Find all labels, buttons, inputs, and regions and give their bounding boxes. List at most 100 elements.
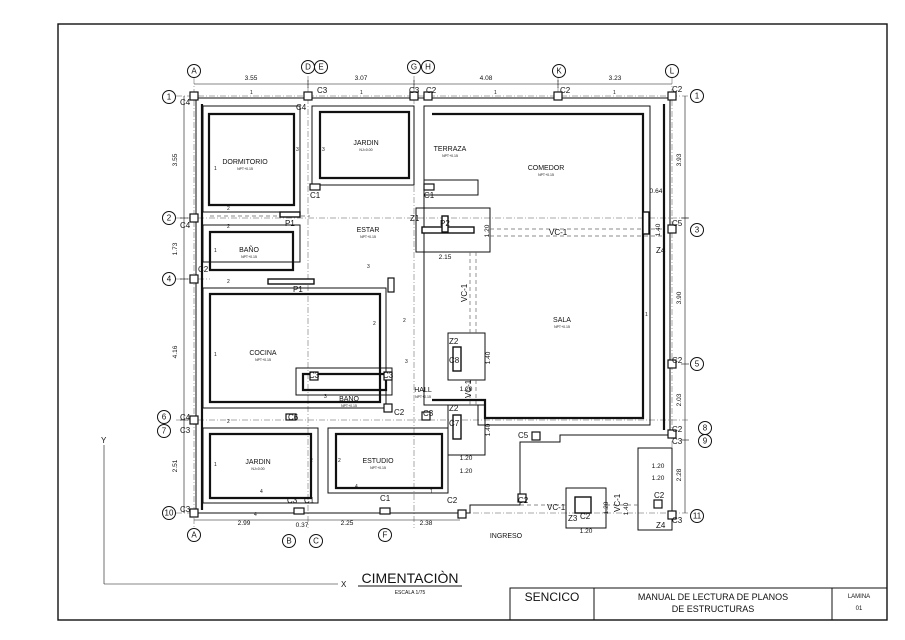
sec-2-c: 2: [227, 279, 230, 285]
col-c5-hall: C5: [518, 431, 529, 440]
sheet-frame: [57, 23, 888, 621]
grid-bubble-bottom-f: F: [378, 528, 392, 542]
dim-right-3: 2.03: [676, 393, 683, 406]
col-c4-a1: C4: [180, 98, 191, 107]
dim-inner-1: 0.64: [650, 188, 663, 195]
tag-z2-lower: Z2: [449, 404, 459, 413]
dim-inner-6: 1.20: [460, 386, 473, 393]
dim-inner-7: 1.20: [460, 455, 473, 462]
dim-inner-4: 1.20: [484, 224, 491, 237]
col-c3-l11: C3: [672, 516, 683, 525]
sec-4-c: 4: [254, 512, 257, 518]
tag-p1-top: P1: [285, 219, 295, 228]
col-c2-l1: C2: [672, 85, 683, 94]
sec-1-h: 1: [645, 312, 648, 318]
svg-text:11: 11: [693, 512, 702, 521]
connecting-beams: [210, 215, 664, 506]
grid-bubble-bottom-c: C: [309, 534, 323, 548]
tag-z1: Z1: [410, 214, 420, 223]
svg-text:4: 4: [167, 275, 172, 284]
tag-p1-bottom: P1: [293, 285, 303, 294]
sec-1-b: 1: [360, 90, 363, 96]
dim-left-4: 2.51: [172, 459, 179, 472]
dim-inner-10: 1.20: [652, 463, 665, 470]
svg-text:5: 5: [695, 360, 700, 369]
grid-bubble-right-9: 9: [698, 434, 712, 448]
svg-text:2: 2: [167, 214, 172, 223]
col-c2-hall: C2: [394, 408, 405, 417]
tag-vc1-right: VC-1: [613, 493, 622, 512]
dim-top-2: 3.07: [355, 75, 368, 82]
room-levels: NPT+0.15 NJ=0.00 NPT+0.15 NPT+0.15 NPT+0…: [237, 148, 570, 471]
col-c2-a4: C2: [198, 265, 209, 274]
svg-text:1: 1: [167, 93, 172, 102]
col-c3-bano-b: C3: [383, 371, 394, 380]
sec-1-g: 1: [214, 352, 217, 358]
level-dormitorio: NPT+0.15: [237, 167, 253, 171]
axis-x-label: X: [341, 580, 347, 589]
col-c2-l5: C2: [672, 356, 683, 365]
grid-bubble-top-g: G: [407, 60, 421, 74]
footing-outlines: [195, 97, 673, 531]
column-labels: C4 C4 C3 C3 C2 C2 C2 C4 C1 C1 C5 C2 C2 C…: [180, 85, 683, 525]
col-c2-k1: C2: [560, 86, 571, 95]
room-bano-2: BAÑO: [339, 394, 359, 403]
col-c3-a10: C3: [180, 505, 191, 514]
col-c6: C6: [288, 413, 299, 422]
sec-2-g: 2: [338, 458, 341, 464]
svg-text:1: 1: [695, 92, 700, 101]
dim-inner-8: 1.40: [485, 423, 492, 436]
dim-inner-2: 1.40: [655, 223, 662, 236]
dim-left-3: 4.16: [172, 345, 179, 358]
sec-3-b: 3: [322, 147, 325, 153]
col-c3-hall: C3: [423, 409, 434, 418]
title-block-org: SENCICO: [525, 590, 580, 604]
level-jardin-top: NJ=0.00: [359, 148, 372, 152]
level-sala: NPT+0.15: [554, 325, 570, 329]
col-c4-a6: C4: [180, 413, 191, 422]
col-c7: C7: [449, 419, 460, 428]
sec-2-e: 2: [403, 318, 406, 324]
grid-bubbles-right: 1 3 5 8 9 11: [690, 89, 712, 523]
level-comedor: NPT+0.15: [538, 173, 554, 177]
level-bano-2: NPT+0.15: [341, 404, 357, 408]
dim-left-2: 1.73: [172, 242, 179, 255]
room-sala: SALA: [553, 317, 571, 324]
dimension-lines: [180, 80, 689, 521]
sec-3-e: 3: [324, 394, 327, 400]
col-c4-d1: C4: [296, 103, 307, 112]
svg-text:L: L: [670, 67, 675, 76]
col-c1-h: C1: [424, 191, 435, 200]
dim-right-4: 2.28: [676, 468, 683, 481]
tag-vc1-v: VC-1: [460, 283, 469, 302]
grid-bubble-top-d: D: [301, 60, 315, 74]
sec-3-d: 3: [405, 359, 408, 365]
title-block-lamina-label: LAMINA: [848, 594, 870, 600]
drawing-scale-text: ESCALA 1/75: [395, 590, 426, 596]
svg-text:A: A: [191, 67, 197, 76]
dim-inner-9: 1.20: [460, 468, 473, 475]
sec-4-b: 4: [355, 484, 358, 490]
col-c1-e: C1: [310, 191, 321, 200]
level-hall: NPT+0.15: [415, 395, 431, 399]
drawing-title: CIMENTACIÒN ESCALA 1/75: [358, 570, 462, 596]
column-symbols: [189, 91, 677, 520]
svg-text:B: B: [286, 537, 291, 546]
dim-inner-13: 1.20: [603, 501, 610, 514]
sec-1-j: 1: [430, 489, 433, 495]
level-estar: NPT+0.15: [360, 235, 376, 239]
col-c1-c: C1: [304, 496, 315, 505]
tag-vc1-h: VC-1: [549, 228, 568, 237]
col-c3-bano-a: C3: [309, 371, 320, 380]
room-bano-1: BAÑO: [239, 245, 259, 254]
pedestal-plates: [267, 211, 650, 514]
title-block-lamina-number: 01: [856, 606, 863, 612]
col-c3-a7: C3: [180, 426, 191, 435]
sec-3-c: 3: [367, 264, 370, 270]
room-jardin-bottom: JARDIN: [245, 459, 270, 466]
dim-bottom-2: 2.25: [341, 520, 354, 527]
sec-1-a: 1: [250, 90, 253, 96]
col-c8: C8: [449, 356, 460, 365]
grid-bubble-left-10: 10: [162, 506, 176, 520]
